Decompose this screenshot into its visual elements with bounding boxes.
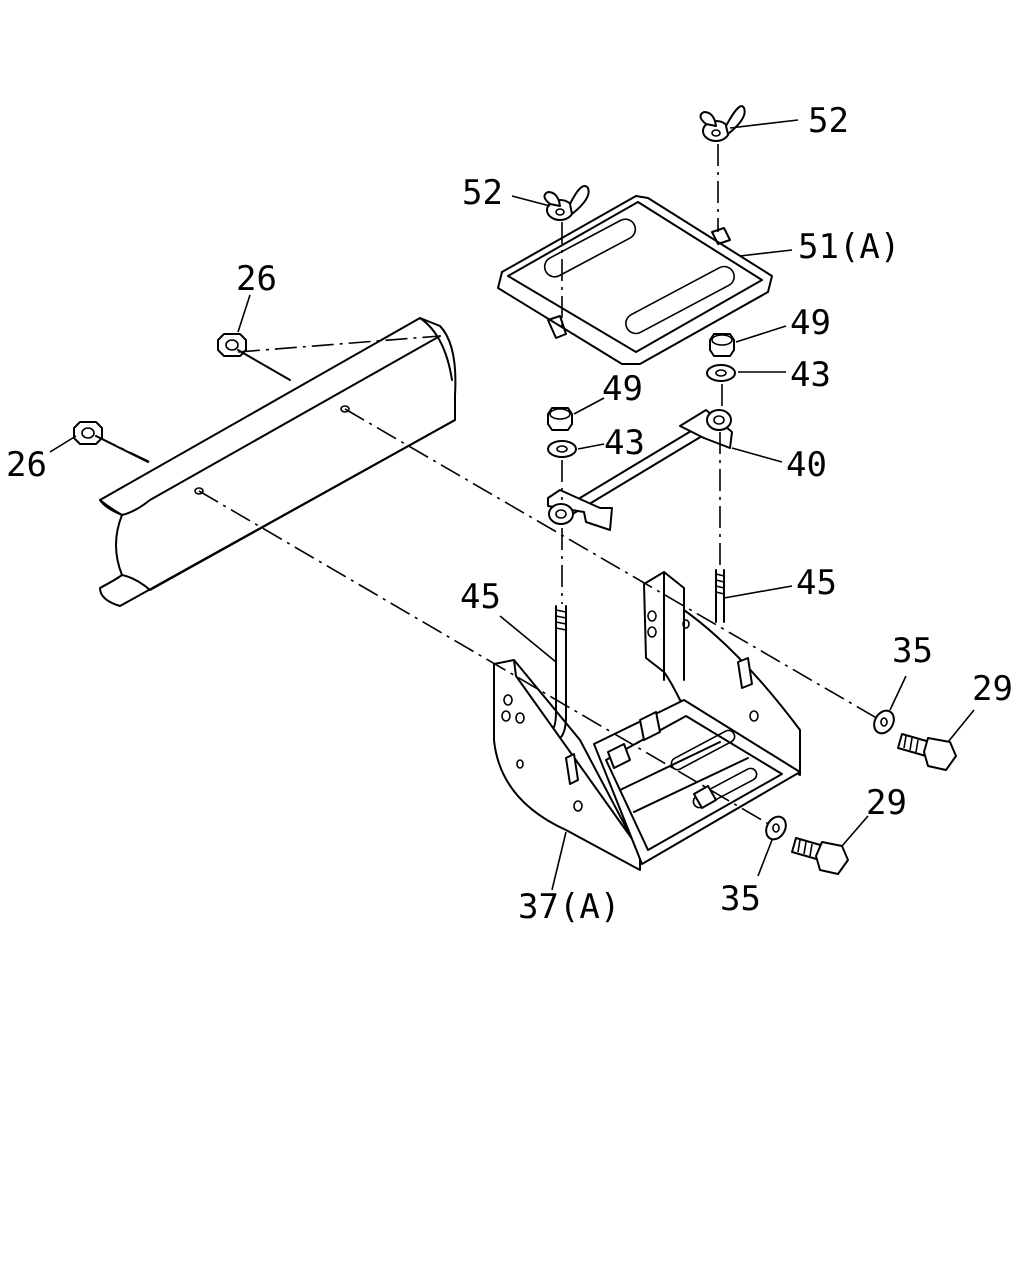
callout-43-right: 43 (790, 355, 831, 395)
callout-52-right: 52 (808, 101, 849, 141)
callout-45-right: 45 (796, 563, 837, 603)
nut-49-mid (547, 407, 573, 431)
leader-lines (49, 119, 975, 891)
callout-35-right: 35 (892, 631, 933, 671)
nut-49-right (709, 333, 735, 357)
callout-26-top: 26 (236, 259, 277, 299)
bolt-29-right (897, 733, 957, 771)
callout-52-left: 52 (462, 173, 503, 213)
callout-49-mid: 49 (602, 369, 643, 409)
callouts: 52 52 51(A) 26 26 49 43 49 43 40 45 45 3… (6, 101, 1013, 927)
clamp-bar (547, 409, 733, 531)
frame-rail (99, 317, 457, 607)
j-bolt-right (715, 569, 725, 623)
callout-35-lower: 35 (720, 879, 761, 919)
callout-49-right: 49 (790, 303, 831, 343)
wing-nut-left (543, 185, 590, 221)
callout-43-mid: 43 (604, 423, 645, 463)
washer-43-right (706, 364, 736, 382)
bolt-29-lower (791, 837, 849, 875)
wing-nut-right (699, 105, 746, 142)
assembly-lines (95, 144, 881, 827)
callout-37a: 37(A) (518, 887, 620, 927)
battery-tray (493, 571, 801, 871)
callout-29-right: 29 (972, 669, 1013, 709)
callout-45-left: 45 (460, 577, 501, 617)
washer-43-mid (547, 440, 577, 458)
washer-35-lower (765, 815, 787, 841)
callout-26-left: 26 (6, 445, 47, 485)
cover-plate (497, 195, 773, 365)
callout-51a: 51(A) (798, 227, 900, 267)
callout-40: 40 (786, 445, 827, 485)
washer-35-right (873, 709, 895, 735)
callout-29-lower: 29 (866, 783, 907, 823)
flange-nut-26-left (73, 421, 103, 445)
